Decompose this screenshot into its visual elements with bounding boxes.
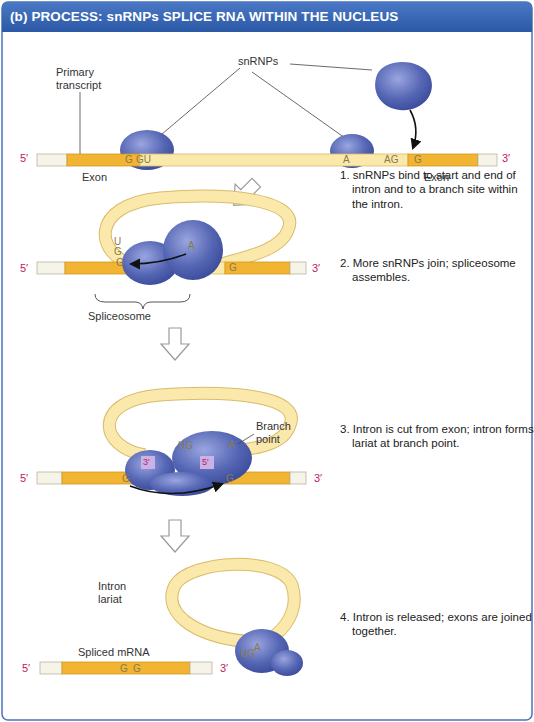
part-label: Spliced mRNA — [78, 646, 150, 659]
step-text: 3. Intron is cut from exon; intron forms… — [340, 422, 534, 451]
end-label: 5′ — [20, 262, 28, 275]
end-label: 3′ — [502, 152, 510, 165]
nucleotide: G — [122, 473, 130, 485]
end-label: 3′ — [143, 457, 150, 468]
step-text: 2. More snRNPs join; spliceosome assembl… — [340, 256, 534, 285]
nucleotide: AG — [384, 154, 398, 166]
nucleotide: A — [188, 240, 195, 252]
nucleotide: A — [254, 642, 261, 654]
step-text: 4. Intron is released; exons are joined … — [340, 610, 532, 639]
nucleotide: G — [226, 473, 234, 485]
nucleotide: G — [414, 154, 422, 166]
figure-title: (b) PROCESS: snRNPs SPLICE RNA WITHIN TH… — [10, 9, 398, 25]
nucleotide: A — [343, 154, 350, 166]
nucleotide: G — [114, 246, 122, 258]
part-label: Primary transcript — [56, 66, 126, 92]
stage-two — [37, 196, 306, 360]
nucleotide: G — [120, 663, 128, 675]
part-label: snRNPs — [238, 55, 278, 68]
end-label: 5′ — [22, 662, 30, 675]
nucleotide: G — [125, 154, 133, 166]
part-label: Exon — [82, 171, 107, 184]
stage-four — [40, 564, 303, 676]
end-label: 3′ — [314, 472, 322, 485]
part-label: Intron lariat — [98, 580, 153, 606]
part-label: Branch point — [256, 420, 306, 446]
end-label: 5′ — [20, 472, 28, 485]
nucleotide: A — [228, 439, 235, 451]
nucleotide: UG — [178, 440, 193, 452]
nucleotide: GU — [136, 154, 151, 166]
end-label: 3′ — [312, 262, 320, 275]
end-label: 5′ — [202, 457, 209, 468]
header-bar — [2, 2, 532, 32]
nucleotide: G — [229, 262, 237, 274]
end-label: 5′ — [20, 152, 28, 165]
end-label: 3′ — [220, 662, 228, 675]
step-text: 1. snRNPs bind to start and end of intro… — [340, 168, 532, 211]
nucleotide: G — [116, 257, 124, 269]
nucleotide: G — [133, 663, 141, 675]
part-label: Spliceosome — [88, 310, 151, 323]
stage-three — [37, 393, 306, 552]
nucleotide: UG — [240, 648, 255, 660]
